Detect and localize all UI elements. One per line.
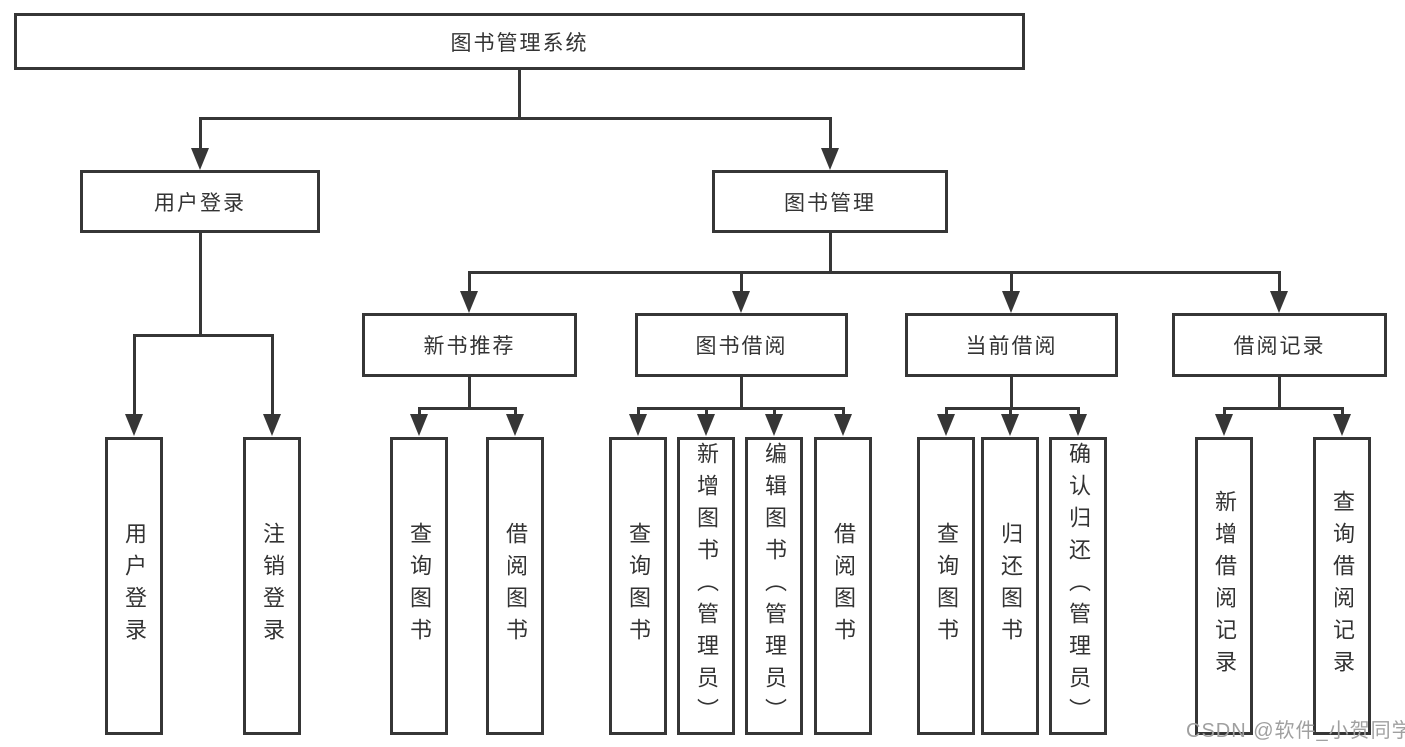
node-leaf-return-books: 归还图书 [981,437,1039,735]
node-leaf-borrow-books: 借阅图书 [814,437,872,735]
node-leaf-borrow-books-recommend: 借阅图书 [486,437,544,735]
arrow-down-icon [125,414,143,436]
connector-user-login-stem [199,233,202,337]
arrow-down-icon [834,414,852,436]
arrow-down-icon [1069,414,1087,436]
connector-borrow-stem [740,377,743,410]
connector-arrow-stem [468,271,471,297]
node-book-management: 图书管理 [712,170,948,233]
node-user-login: 用户登录 [80,170,320,233]
connector-level2-bar [199,117,831,120]
connector-arrow-stem [1278,271,1281,297]
arrow-down-icon [697,414,715,436]
arrow-down-icon [410,414,428,436]
arrow-down-icon [460,291,478,313]
node-leaf-query-books-recommend: 查询图书 [390,437,448,735]
arrow-down-icon [821,148,839,170]
connector-arrow-stem [740,271,743,297]
connector-recommend-stem [468,377,471,410]
arrow-down-icon [1215,414,1233,436]
arrow-down-icon [732,291,750,313]
arrow-down-icon [191,148,209,170]
arrow-down-icon [263,414,281,436]
node-leaf-add-books-admin: 新增图书（管理员） [677,437,735,735]
node-new-book-recommend: 新书推荐 [362,313,577,377]
node-leaf-query-books-borrow: 查询图书 [609,437,667,735]
node-leaf-user-login: 用户登录 [105,437,163,735]
connector-arrow-stem [1010,271,1013,297]
arrow-down-icon [1002,291,1020,313]
arrow-down-icon [1333,414,1351,436]
connector-arrow-stem [829,117,832,157]
arrow-down-icon [1270,291,1288,313]
arrow-down-icon [629,414,647,436]
connector-arrow-stem [133,334,136,422]
node-current-borrow: 当前借阅 [905,313,1118,377]
arrow-down-icon [506,414,524,436]
connector-record-bar [1223,407,1344,410]
connector-level3-bar [468,271,1281,274]
node-leaf-query-books-current: 查询图书 [917,437,975,735]
connector-borrow-bar [637,407,845,410]
connector-record-stem [1278,377,1281,410]
arrow-down-icon [1001,414,1019,436]
connector-arrow-stem [199,117,202,157]
connector-root-stem [518,70,521,120]
node-leaf-confirm-return-admin: 确认归还（管理员） [1049,437,1107,735]
connector-current-bar [945,407,1080,410]
connector-current-stem [1010,377,1013,410]
node-root: 图书管理系统 [14,13,1025,70]
node-borrow-record: 借阅记录 [1172,313,1387,377]
node-leaf-logout: 注销登录 [243,437,301,735]
connector-book-mgmt-stem [829,233,832,274]
arrow-down-icon [937,414,955,436]
connector-arrow-stem [271,334,274,422]
node-leaf-query-borrow-record: 查询借阅记录 [1313,437,1371,735]
connector-user-login-bar [133,334,274,337]
node-leaf-edit-books-admin: 编辑图书（管理员） [745,437,803,735]
arrow-down-icon [765,414,783,436]
watermark: CSDN @软件_小贺同学 [1186,720,1405,742]
node-leaf-add-borrow-record: 新增借阅记录 [1195,437,1253,735]
node-book-borrow: 图书借阅 [635,313,848,377]
connector-recommend-bar [418,407,517,410]
